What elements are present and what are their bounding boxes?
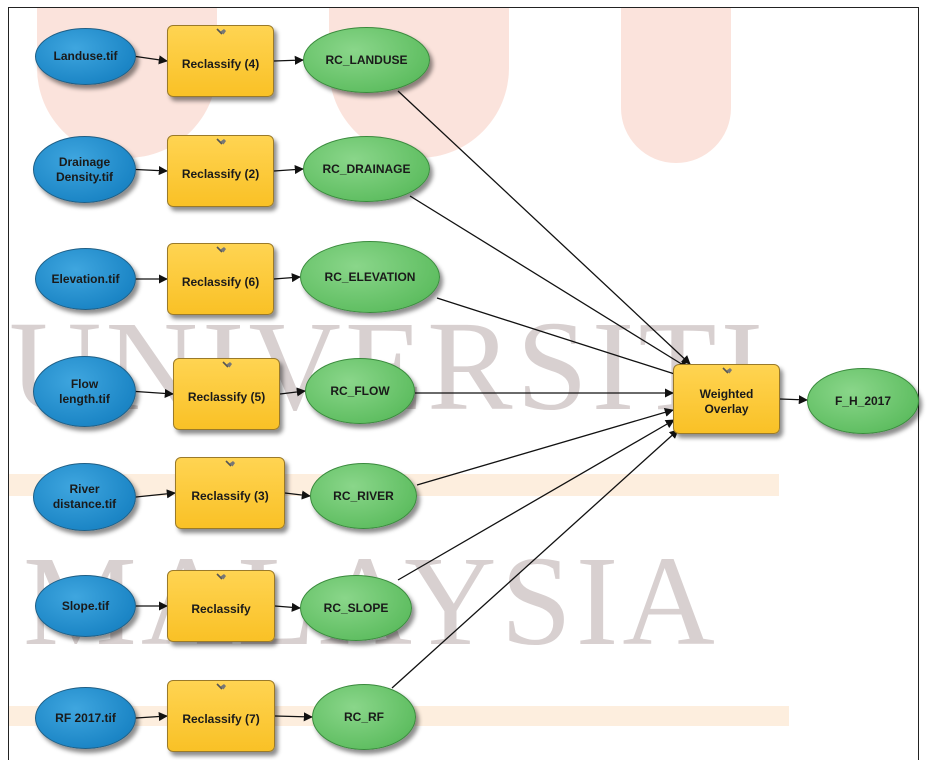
input-to-tool-connector (135, 55, 168, 65)
node-label: Slope.tif (61, 598, 110, 613)
node-label: Reclassify (6) (181, 274, 260, 289)
input-raster-node[interactable]: Slope.tif (35, 575, 136, 637)
output-to-overlay-connector (416, 407, 674, 486)
input-raster-node[interactable]: Drainage Density.tif (33, 136, 136, 203)
node-label: Reclassify (4) (181, 56, 260, 71)
node-label: RC_LANDUSE (325, 52, 408, 67)
input-raster-node[interactable]: River distance.tif (33, 463, 136, 531)
node-label: Landuse.tif (53, 49, 118, 63)
weighted-overlay-tool-node[interactable]: Weighted Overlay (673, 364, 780, 434)
final-output-node[interactable]: F_H_2017 (807, 368, 919, 434)
input-to-tool-connector (135, 166, 168, 176)
node-label: Weighted Overlay (699, 387, 754, 416)
tool-to-output-connector (273, 273, 301, 283)
node-label: Reclassify (7) (182, 711, 260, 726)
node-label: Elevation.tif (51, 271, 120, 286)
reclassify-tool-node[interactable]: Reclassify (2) (167, 135, 274, 207)
node-label: RF 2017.tif (55, 710, 116, 725)
hammer-icon (215, 138, 227, 150)
node-label: Drainage Density.tif (55, 154, 114, 184)
reclassify-tool-node[interactable]: Reclassify (4) (167, 25, 274, 97)
tool-to-output-connector (274, 712, 313, 722)
node-label: RC_ELEVATION (324, 269, 416, 284)
tool-to-output-connector (279, 387, 306, 397)
overlay-to-final-connector (779, 395, 808, 405)
reclassify-tool-node[interactable]: Reclassify (5) (173, 358, 280, 430)
output-to-overlay-connector (397, 90, 691, 365)
tool-to-output-connector (273, 165, 304, 175)
input-raster-node[interactable]: RF 2017.tif (35, 687, 136, 749)
input-raster-node[interactable]: Flow length.tif (33, 356, 136, 427)
reclassify-tool-node[interactable]: Reclassify (6) (167, 243, 274, 315)
node-label: RC_RF (343, 709, 384, 724)
reclassify-tool-node[interactable]: Reclassify (7) (167, 680, 275, 752)
node-label: RC_DRAINAGE (322, 161, 411, 176)
tool-to-output-connector (274, 602, 301, 612)
output-to-overlay-connector (436, 297, 685, 379)
node-label: RC_FLOW (330, 383, 390, 398)
node-label: Reclassify (191, 601, 251, 616)
hammer-icon (215, 573, 227, 585)
input-to-tool-connector (135, 711, 168, 722)
node-label: RC_SLOPE (323, 600, 389, 615)
node-label: RC_RIVER (333, 488, 394, 503)
reclassified-output-node[interactable]: RC_DRAINAGE (303, 136, 430, 202)
hammer-icon (215, 28, 227, 40)
reclassify-tool-node[interactable]: Reclassify (167, 570, 275, 642)
reclassified-output-node[interactable]: RC_ELEVATION (300, 241, 440, 313)
tool-to-output-connector (284, 490, 311, 500)
hammer-icon (224, 460, 236, 472)
node-label: Reclassify (5) (187, 389, 266, 404)
node-label: River distance.tif (52, 482, 117, 511)
input-to-tool-connector (135, 388, 174, 398)
hammer-icon (721, 367, 733, 379)
reclassified-output-node[interactable]: RC_SLOPE (300, 575, 412, 641)
reclassified-output-node[interactable]: RC_RIVER (310, 463, 417, 529)
reclassified-output-node[interactable]: RC_FLOW (305, 358, 415, 424)
output-to-overlay-connector (409, 195, 689, 369)
node-label: Flow length.tif (59, 376, 110, 406)
output-to-overlay-connector (391, 429, 679, 689)
input-raster-node[interactable]: Landuse.tif (35, 28, 136, 85)
tool-to-output-connector (273, 55, 304, 65)
hammer-icon (221, 361, 233, 373)
input-raster-node[interactable]: Elevation.tif (35, 248, 136, 310)
output-to-overlay-connector (397, 419, 675, 581)
input-to-tool-connector (135, 489, 176, 499)
node-label: Reclassify (2) (181, 166, 260, 181)
node-label: F_H_2017 (834, 393, 892, 408)
reclassify-tool-node[interactable]: Reclassify (3) (175, 457, 285, 529)
reclassified-output-node[interactable]: RC_LANDUSE (303, 27, 430, 93)
node-label: Reclassify (3) (191, 488, 269, 503)
reclassified-output-node[interactable]: RC_RF (312, 684, 416, 750)
hammer-icon (215, 246, 227, 258)
hammer-icon (215, 683, 227, 695)
